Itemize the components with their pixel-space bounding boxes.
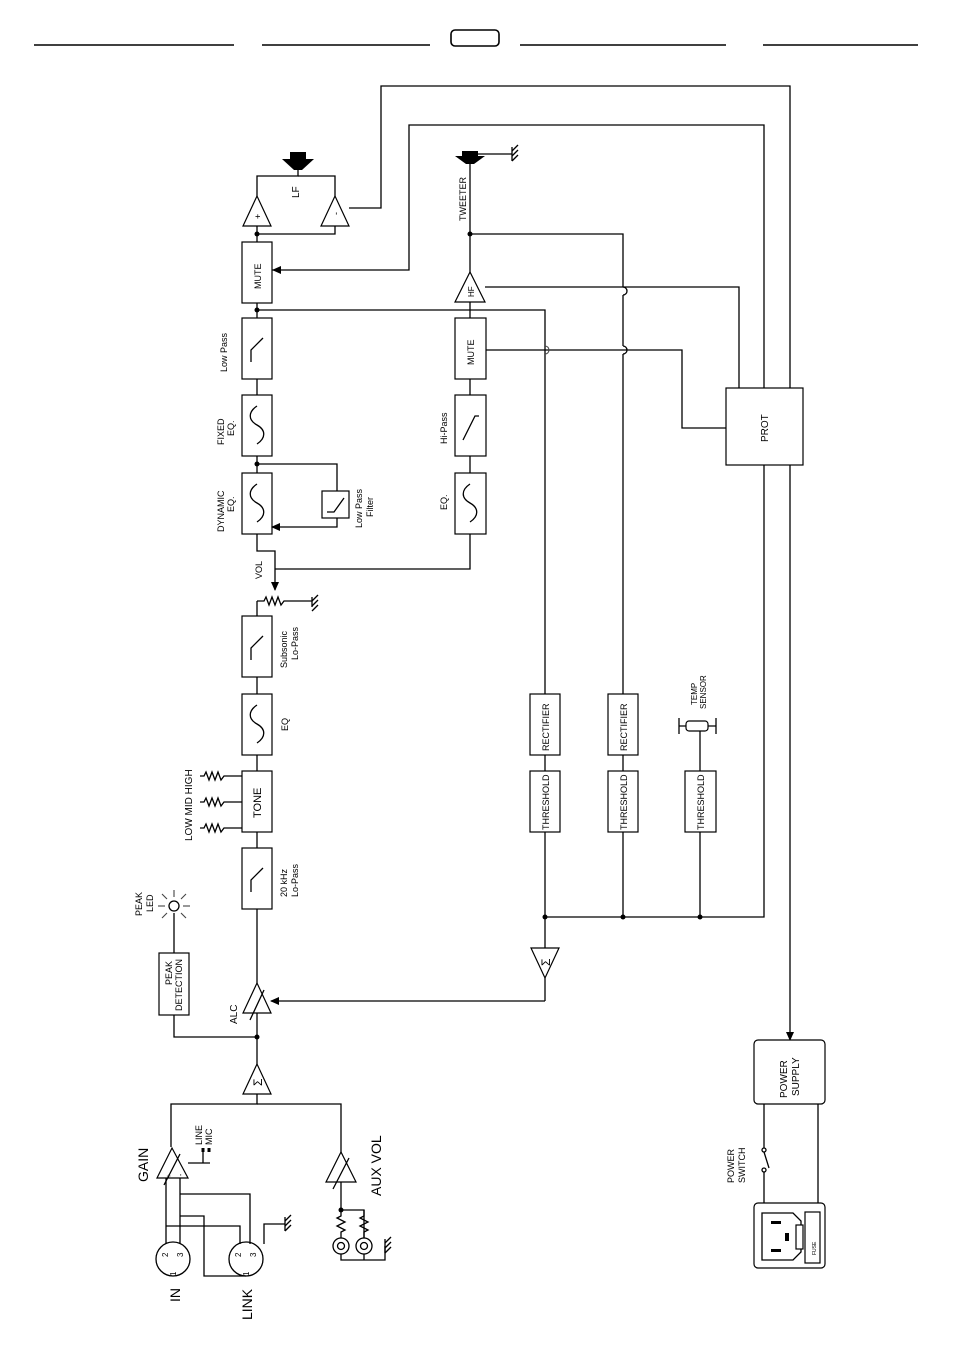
hf-amp: HF [454,270,486,303]
svg-text:20 kHz: 20 kHz [279,868,289,897]
svg-text:EQ.: EQ. [226,496,236,512]
svg-text:AUX VOL: AUX VOL [368,1135,384,1196]
svg-text:IN: IN [167,1288,183,1302]
protection-section: PROT RECTIFIER THRESHOLD RECTIFIER THRES… [257,85,804,1041]
aux-rca-inputs-icon [332,1207,392,1261]
svg-text:DETECTION: DETECTION [174,959,184,1011]
low-pass-block [241,317,273,380]
tone-controls-icon [200,770,242,834]
svg-text:+: + [166,1174,173,1178]
svg-text:ALC: ALC [229,1005,240,1024]
gain-amp: + - [156,1146,189,1186]
svg-text:SWITCH: SWITCH [737,1148,747,1184]
svg-text:EQ: EQ [280,718,290,731]
svg-text:THRESHOLD: THRESHOLD [619,774,629,830]
page-tab [450,29,500,47]
ground-symbol-icon [284,1214,292,1232]
svg-text:Low Pass: Low Pass [219,332,229,372]
svg-text:Hi-Pass: Hi-Pass [439,412,449,444]
svg-text:Low Pass: Low Pass [354,488,364,528]
svg-text:MUTE: MUTE [466,340,476,366]
svg-text:Filter: Filter [365,497,375,517]
lf-channel: LF + - MUTE Low Pass FIXED EQ. [134,152,545,1320]
iec-power-inlet-icon [753,1202,826,1269]
svg-text:EQ.: EQ. [439,494,449,510]
svg-text:3: 3 [249,1252,258,1257]
rectifier-block-1 [529,693,561,756]
svg-text:GAIN: GAIN [135,1148,151,1182]
svg-text:1: 1 [169,1271,178,1276]
svg-text:PEAK: PEAK [164,961,174,985]
svg-text:THRESHOLD: THRESHOLD [541,774,551,830]
header-rules [34,29,918,47]
rectifier-block-2 [607,693,639,756]
side-low-pass-filter [321,490,350,519]
power-switch-icon [761,1147,770,1173]
svg-text:MIC: MIC [204,1128,214,1145]
lf-amp-minus: - [320,194,350,227]
power-section: POWER SUPPLY POWER SWITCH FUSE [726,1039,826,1269]
subsonic-block [241,615,273,678]
svg-text:DYNAMIC: DYNAMIC [216,490,226,532]
svg-text:-: - [331,212,341,215]
svg-text:+: + [253,214,263,219]
svg-text:2: 2 [234,1252,243,1257]
svg-text:TONE: TONE [252,788,264,818]
svg-text:Subsonic: Subsonic [279,630,289,668]
tweeter-icon [455,151,485,164]
hf-channel: TWEETER HF MUTE Hi-Pass EQ. [275,144,519,570]
svg-text:-: - [178,1173,185,1176]
svg-text:EQ.: EQ. [226,420,236,436]
svg-text:POWER: POWER [726,1148,736,1183]
svg-text:1: 1 [242,1271,251,1276]
svg-text:SENSOR: SENSOR [699,675,708,709]
svg-text:MUTE: MUTE [253,264,263,290]
svg-text:LINE: LINE [194,1125,204,1145]
svg-text:LOW MID HIGH: LOW MID HIGH [184,769,195,841]
svg-text:Σ: Σ [539,959,553,966]
svg-text:Σ: Σ [251,1079,265,1086]
svg-text:LINK: LINK [239,1288,255,1320]
lf-label: LF [291,186,302,198]
svg-text:HF: HF [467,286,476,297]
volume-resistor-icon [257,594,319,612]
protection-sum-amp: Σ [530,947,560,980]
power-supply-block [753,1039,826,1105]
svg-text:PEAK: PEAK [134,892,144,916]
svg-text:POWER: POWER [779,1060,790,1098]
lopass-20khz-block [241,847,273,910]
input-sum-amp: Σ [242,1062,272,1095]
prot-block [725,387,804,466]
svg-text:FIXED: FIXED [216,418,226,445]
vol-label: VOL [254,561,264,579]
svg-text:TEMP: TEMP [690,683,699,705]
threshold-block-2 [607,770,639,833]
in-xlr-connector: 2 3 1 [155,1241,191,1277]
svg-text:THRESHOLD: THRESHOLD [696,774,706,830]
svg-text:Lo-Pass: Lo-Pass [290,863,300,897]
line-mic-switch: LINE MIC [188,1125,214,1164]
temp-sensor-icon [678,718,717,734]
svg-text:3: 3 [176,1252,185,1257]
peak-led-icon [158,890,190,919]
lf-speaker-icon [282,152,314,170]
lf-amp-plus: + [242,194,272,227]
svg-text:RECTIFIER: RECTIFIER [541,703,551,751]
tweeter-label: TWEETER [458,177,468,221]
svg-text:RECTIFIER: RECTIFIER [619,703,629,751]
svg-text:PROT: PROT [760,414,771,442]
fuse-label: FUSE [812,1241,818,1255]
svg-text:Lo-Pass: Lo-Pass [290,626,300,660]
svg-text:SUPPLY: SUPPLY [791,1057,802,1096]
svg-text:LED: LED [145,894,155,912]
svg-text:2: 2 [161,1252,170,1257]
link-xlr-connector: 2 3 1 [228,1241,264,1277]
